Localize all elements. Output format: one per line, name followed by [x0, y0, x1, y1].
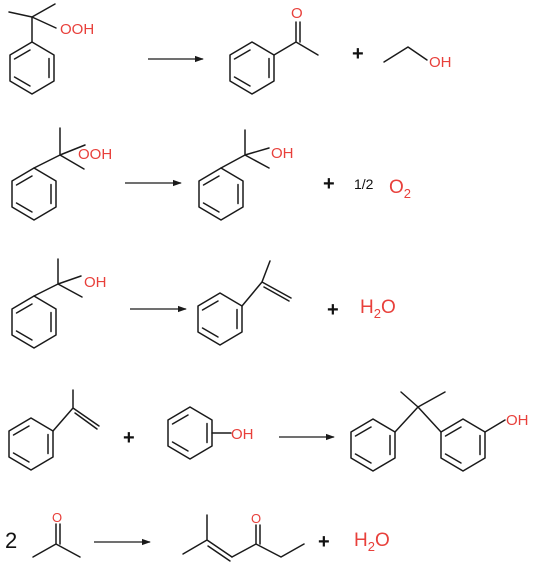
plus-sign: + [318, 531, 330, 553]
acetophenone-molecule: O [229, 5, 319, 95]
water-formula: H2O [360, 297, 396, 321]
carbonyl-o-label: O [251, 511, 261, 526]
reaction-3: OH + H2O [11, 258, 396, 349]
oh-label: OH [84, 274, 107, 291]
reaction-1: OOH O + OH [8, 3, 452, 95]
two-coefficient: 2 [5, 528, 17, 553]
oh-label: OH [231, 426, 254, 443]
cumyl-alcohol-molecule: OH [11, 258, 107, 349]
cumene-hydroperoxide-molecule: OOH [11, 127, 112, 221]
carbonyl-o-label: O [291, 5, 303, 22]
alpha-methylstyrene-molecule [197, 260, 292, 346]
cumyl-alcohol-molecule: OH [198, 129, 294, 221]
reaction-5: 2 O O + H2O [5, 510, 390, 562]
ethanol-molecule: OH [383, 46, 452, 71]
ooh-label: OOH [78, 146, 112, 163]
reaction-2: OOH OH + 1/2 O2 [11, 127, 411, 221]
acetone-molecule: O [32, 510, 81, 558]
plus-sign: + [123, 427, 135, 449]
alpha-methylstyrene-molecule [8, 389, 100, 471]
oh-label: OH [506, 412, 529, 429]
oxygen-formula: O2 [389, 177, 411, 201]
plus-sign: + [352, 43, 364, 65]
bisphenol-product-molecule: OH [350, 391, 529, 472]
mesityl-oxide-like-molecule: O [182, 511, 305, 562]
oh-label: OH [271, 145, 294, 162]
plus-sign: + [323, 173, 335, 195]
carbonyl-o-label: O [52, 510, 62, 525]
water-formula: H2O [354, 530, 390, 554]
reaction-4: + OH OH [8, 389, 529, 472]
half-coefficient: 1/2 [354, 176, 374, 192]
phenol-molecule: OH [167, 406, 254, 460]
ooh-label: OOH [60, 21, 94, 38]
cumene-hydroperoxide-molecule: OOH [8, 3, 94, 95]
plus-sign: + [327, 299, 339, 321]
oh-label: OH [429, 54, 452, 71]
